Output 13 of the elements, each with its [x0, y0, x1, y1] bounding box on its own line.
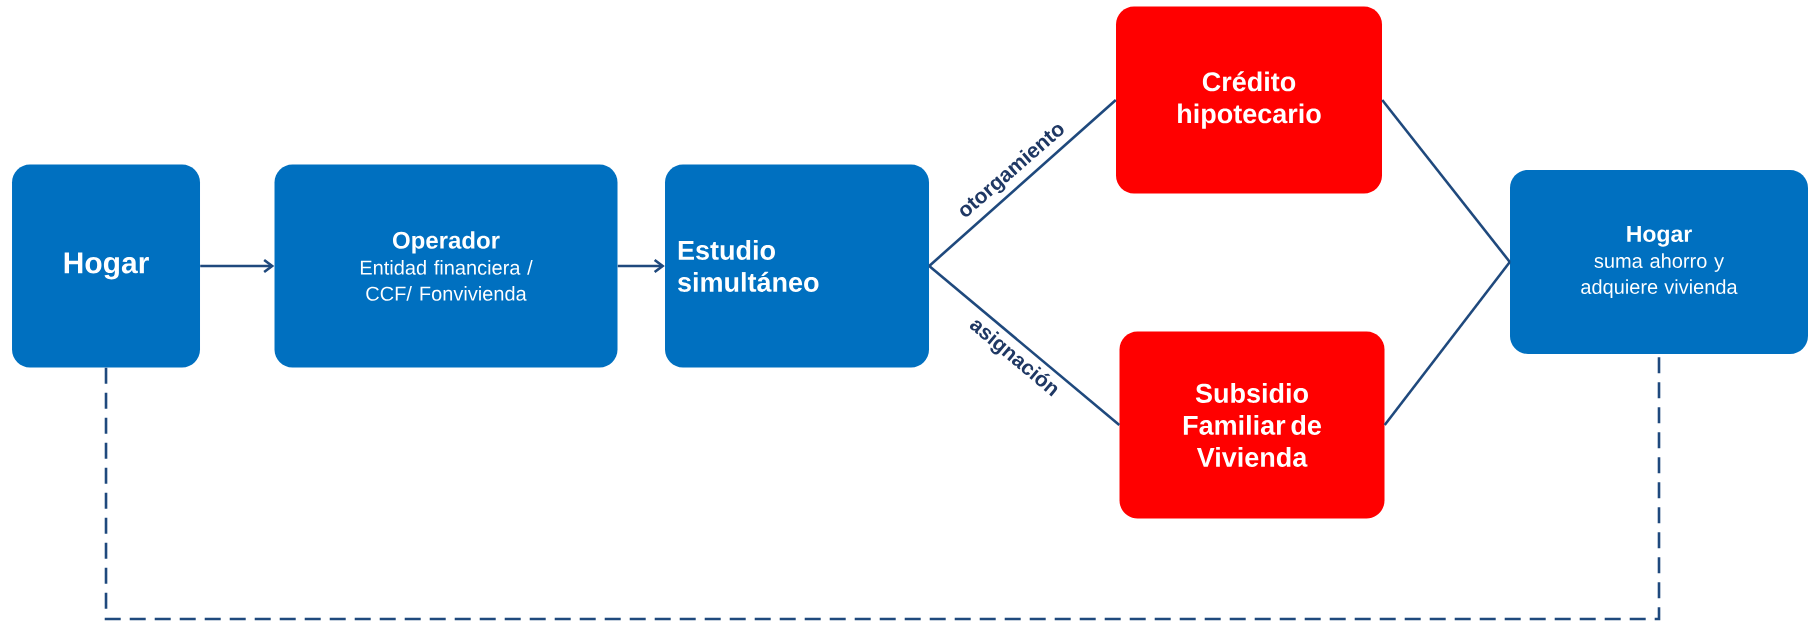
arrow: [617, 258, 665, 274]
connector-line: [1383, 261, 1511, 426]
process-box: Operador Entidad financiera / CCF/ Fonvivienda: [274, 164, 618, 368]
dashed-line: [104, 354, 1661, 621]
process-box: Hogar: [12, 164, 200, 368]
connector-line: [928, 99, 1117, 267]
arrow: [200, 258, 275, 274]
process-box: Crédito hipotecario: [1116, 6, 1382, 194]
connector-line: [1381, 99, 1511, 263]
connector-line: [928, 265, 1121, 426]
process-box: Subsidio Familiar de Vivienda: [1119, 331, 1385, 519]
process-box: Hogar suma ahorro y adquiere vivienda: [1510, 170, 1808, 354]
process-box: Estudio simultáneo: [665, 164, 929, 368]
